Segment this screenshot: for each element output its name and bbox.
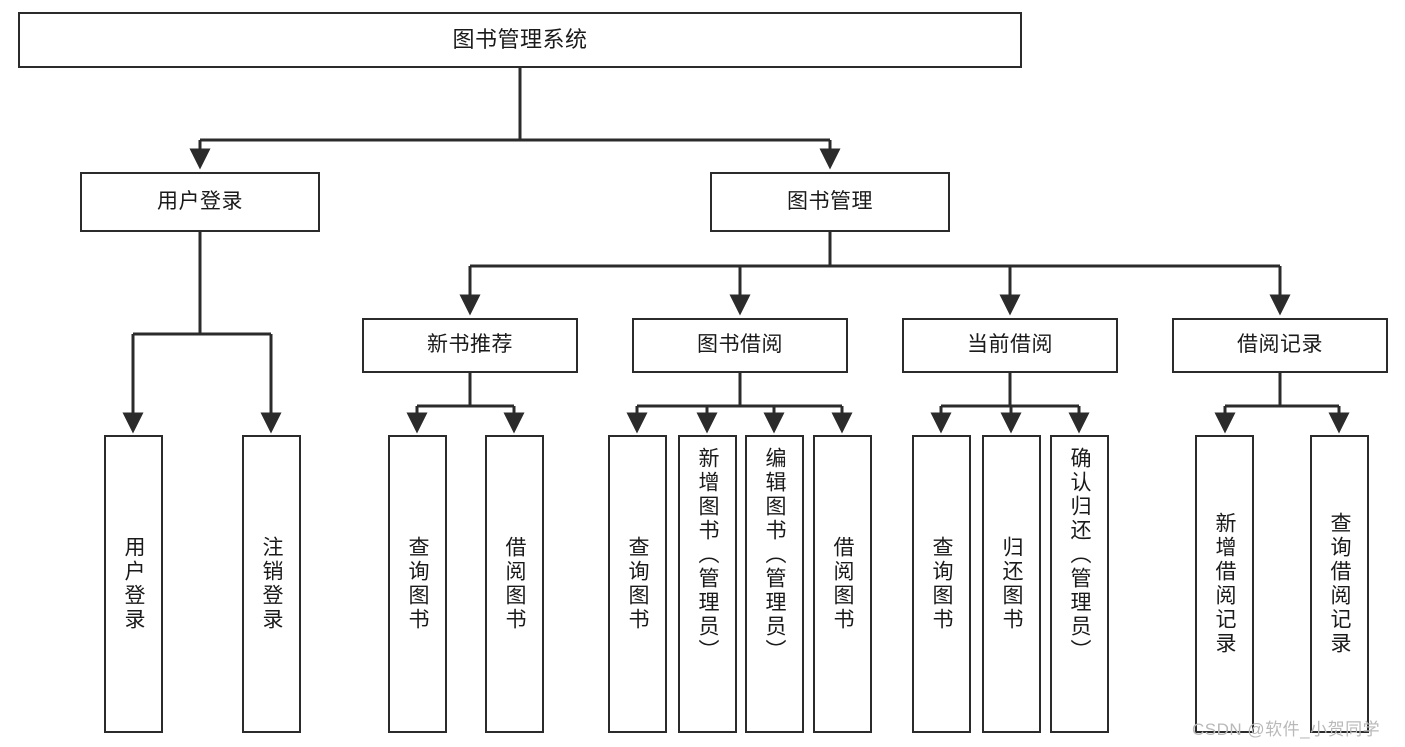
leaf-query-book-2[interactable]: 查询图书 [608, 435, 667, 733]
leaf-borrow-book-1-label: 借阅图书 [503, 536, 526, 632]
node-user-login-label: 用户登录 [157, 189, 243, 213]
leaf-confirm-return[interactable]: 确认归还（管理员） [1050, 435, 1109, 733]
leaf-query-record-label: 查询借阅记录 [1328, 512, 1351, 656]
leaf-add-book[interactable]: 新增图书（管理员） [678, 435, 737, 733]
leaf-query-book-2-label: 查询图书 [626, 536, 649, 632]
leaf-query-book-3[interactable]: 查询图书 [912, 435, 971, 733]
leaf-query-book-1-label: 查询图书 [406, 536, 429, 632]
node-borrow-record[interactable]: 借阅记录 [1172, 318, 1388, 373]
leaf-borrow-book-1[interactable]: 借阅图书 [485, 435, 544, 733]
leaf-add-book-label: 新增图书（管理员） [696, 447, 719, 663]
node-new-book-recommend-label: 新书推荐 [427, 333, 513, 357]
node-user-login[interactable]: 用户登录 [80, 172, 320, 232]
leaf-return-book-label: 归还图书 [1000, 536, 1023, 632]
leaf-add-record-label: 新增借阅记录 [1213, 512, 1236, 656]
leaf-user-logout[interactable]: 注销登录 [242, 435, 301, 733]
leaf-user-logout-label: 注销登录 [260, 536, 283, 632]
leaf-query-book-3-label: 查询图书 [930, 536, 953, 632]
node-book-borrow-label: 图书借阅 [697, 333, 783, 357]
leaf-confirm-return-label: 确认归还（管理员） [1068, 447, 1091, 663]
node-borrow-record-label: 借阅记录 [1237, 333, 1323, 357]
leaf-return-book[interactable]: 归还图书 [982, 435, 1041, 733]
leaf-user-login[interactable]: 用户登录 [104, 435, 163, 733]
node-book-borrow[interactable]: 图书借阅 [632, 318, 848, 373]
node-root[interactable]: 图书管理系统 [18, 12, 1022, 68]
leaf-borrow-book-2[interactable]: 借阅图书 [813, 435, 872, 733]
leaf-add-record[interactable]: 新增借阅记录 [1195, 435, 1254, 733]
leaf-edit-book-label: 编辑图书（管理员） [763, 447, 786, 663]
leaf-query-book-1[interactable]: 查询图书 [388, 435, 447, 733]
csdn-watermark: CSDN @软件_小贺同学 [1192, 720, 1381, 739]
node-root-label: 图书管理系统 [452, 27, 588, 53]
node-current-borrow-label: 当前借阅 [967, 333, 1053, 357]
leaf-user-login-label: 用户登录 [122, 536, 145, 632]
leaf-edit-book[interactable]: 编辑图书（管理员） [745, 435, 804, 733]
leaf-borrow-book-2-label: 借阅图书 [831, 536, 854, 632]
node-book-management-label: 图书管理 [787, 189, 873, 213]
node-book-management[interactable]: 图书管理 [710, 172, 950, 232]
leaf-query-record[interactable]: 查询借阅记录 [1310, 435, 1369, 733]
node-new-book-recommend[interactable]: 新书推荐 [362, 318, 578, 373]
node-current-borrow[interactable]: 当前借阅 [902, 318, 1118, 373]
